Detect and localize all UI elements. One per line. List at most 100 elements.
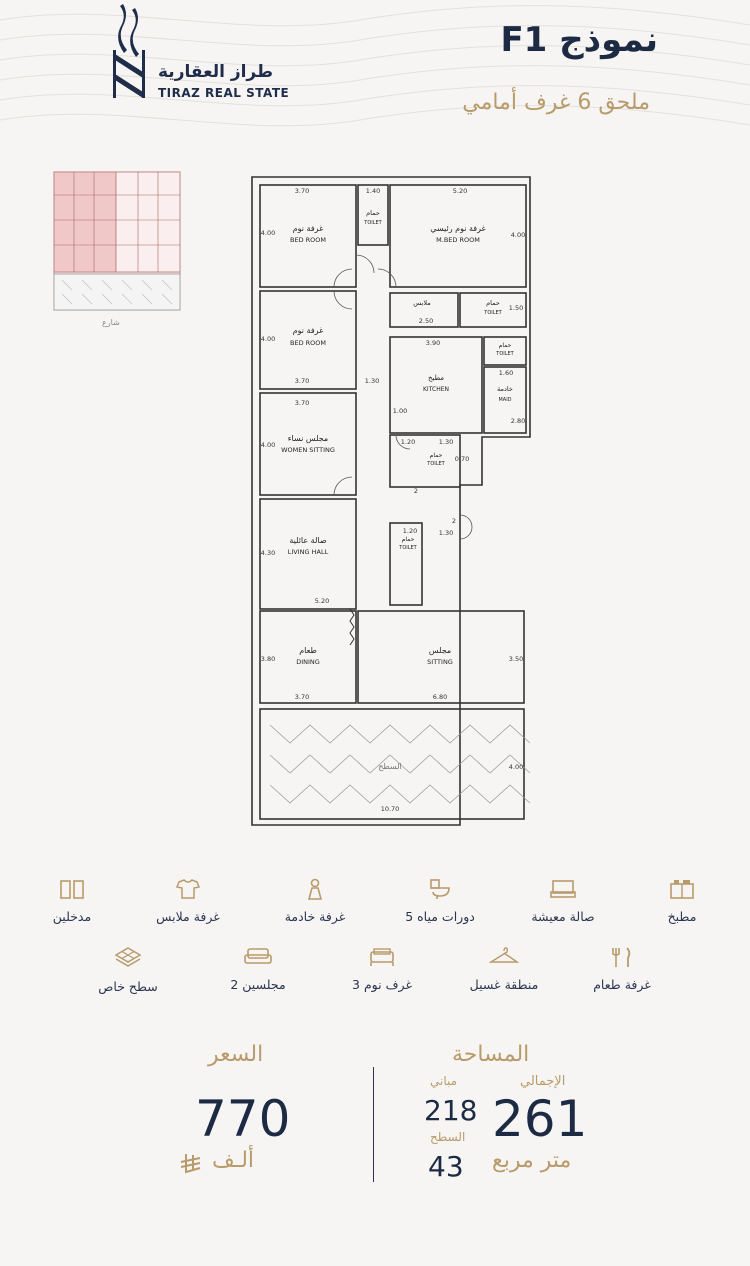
room-dining-en: DINING (296, 658, 320, 666)
amenity-label: مدخلين (52, 909, 92, 924)
roof-icon (114, 947, 142, 967)
dim-label: 10.70 (381, 805, 400, 813)
room-mbed-ar: غرفة نوم رئيسي (430, 224, 485, 233)
dim-label: 3.70 (295, 399, 309, 407)
room-toilet4-ar: حمام (430, 452, 443, 459)
dim-label: 2 (452, 517, 456, 525)
room-kitchen-ar: مطبخ (428, 374, 444, 382)
model-subtitle: ملحق 6 غرف أمامي (462, 90, 650, 115)
dining-icon (612, 947, 631, 967)
floor-plan: غرفة نوم BED ROOM حمام TOILET غرفة نوم ر… (251, 176, 531, 826)
area-building-value: 218 (424, 1094, 478, 1127)
amenity-bedrooms: 3 غرف نوم (312, 946, 452, 993)
bed-icon (370, 948, 394, 966)
area-building-label: مباني (430, 1074, 458, 1088)
dim-label: 1.30 (439, 438, 453, 446)
dim-label: 0.70 (455, 455, 469, 463)
amenity-wardrobe: غرفة ملابس (118, 878, 258, 925)
room-toilet1-en: TOILET (363, 220, 382, 226)
amenity-label: سطح خاص (98, 979, 158, 994)
amenity-label: 5 دورات مياه (405, 909, 475, 924)
area-total-label: الإجمالي (520, 1074, 566, 1089)
sofa-icon (244, 948, 272, 964)
dim-label: 4.00 (509, 763, 523, 771)
dim-label: 4.00 (261, 335, 275, 343)
room-toilet5-en: TOILET (398, 545, 417, 551)
key-plan-street-label: شارع (102, 318, 120, 327)
brand-name-arabic: طراز العقارية (158, 62, 274, 82)
dim-label: 3.70 (295, 187, 309, 195)
room-dress-ar: ملابس (413, 299, 430, 307)
dim-label: 5.20 (453, 187, 467, 195)
dim-label: 3.80 (261, 655, 275, 663)
room-toilet3-ar: حمام (499, 342, 512, 349)
dim-label: 1.20 (401, 438, 415, 446)
dim-label: 2 (414, 487, 418, 495)
dim-label: 5.20 (315, 597, 329, 605)
dim-label: 2.50 (419, 317, 433, 325)
kitchen-icon (670, 880, 694, 899)
dim-label: 3.50 (509, 655, 523, 663)
amenity-sitting-rooms: 2 مجلسين (188, 946, 328, 993)
amenity-entrances: مدخلين (2, 878, 142, 925)
price-heading: السعر (208, 1042, 264, 1067)
dim-label: 3.70 (295, 377, 309, 385)
room-bed1-en: BED ROOM (290, 236, 326, 244)
amenity-living-room: صالة معيشة (493, 878, 633, 925)
dim-label: 1.00 (393, 407, 407, 415)
dim-label: 3.90 (426, 339, 440, 347)
entrance-icon (60, 880, 84, 899)
amenity-label: مطبخ (667, 909, 697, 924)
amenity-dining-room: غرفة طعام (552, 946, 692, 993)
amenity-maid-room: غرفة خادمة (245, 878, 385, 925)
dim-label: 1.50 (509, 304, 523, 312)
area-roof-value: 43 (428, 1150, 464, 1183)
area-heading: المساحة (452, 1042, 530, 1067)
room-toilet2-en: TOILET (483, 310, 502, 316)
living-room-icon (550, 880, 576, 898)
room-maid-ar: خادمة (497, 385, 513, 393)
room-bed2-ar: غرفة نوم (293, 326, 324, 335)
wardrobe-icon (175, 879, 201, 899)
brand-logo: طراز العقارية TIRAZ REAL STATE (100, 2, 310, 102)
room-living-en: LIVING HALL (288, 548, 329, 556)
dim-label: 4.00 (511, 231, 525, 239)
key-plan-thumbnail: شارع (53, 171, 181, 327)
room-sitting-ar: مجلس (429, 646, 451, 655)
amenity-label: غرفة طعام (593, 977, 651, 992)
area-total-value: 261 (492, 1090, 588, 1148)
amenity-label: صالة معيشة (531, 909, 595, 924)
room-toilet1-ar: حمام (366, 209, 380, 217)
room-toilet5-ar: حمام (402, 536, 415, 543)
room-sitting-en: SITTING (427, 658, 453, 666)
toilet-icon (430, 879, 450, 899)
price-unit: ألـف (212, 1148, 255, 1173)
dim-label: 1.40 (366, 187, 380, 195)
price-value: 770 (195, 1090, 291, 1148)
dim-label: 3.70 (295, 693, 309, 701)
stats-divider (373, 1067, 374, 1182)
room-women-en: WOMEN SITTING (281, 446, 335, 454)
amenity-laundry: منطقة غسيل (434, 946, 574, 993)
laundry-icon (489, 947, 519, 963)
dim-label: 6.80 (433, 693, 447, 701)
room-toilet4-en: TOILET (426, 461, 445, 467)
amenity-toilets: 5 دورات مياه (370, 878, 510, 925)
room-kitchen-en: KITCHEN (423, 386, 449, 393)
amenity-label: 3 غرف نوم (352, 977, 412, 992)
room-women-ar: مجلس نساء (288, 434, 328, 443)
dim-label: 1.60 (499, 369, 513, 377)
amenity-label: منطقة غسيل (469, 977, 539, 992)
dim-label: 1.30 (439, 529, 453, 537)
amenity-label: غرفة ملابس (156, 909, 220, 924)
amenity-kitchen: مطبخ (612, 878, 750, 925)
room-bed2-en: BED ROOM (290, 339, 326, 347)
room-living-ar: صالة عائلية (289, 536, 326, 545)
dim-label: 2.80 (511, 417, 525, 425)
model-title: نموذج F1 (500, 20, 658, 60)
maid-icon (307, 878, 323, 900)
room-toilet3-en: TOILET (495, 351, 514, 357)
dim-label: 4.00 (261, 441, 275, 449)
dim-label: 4.30 (261, 549, 275, 557)
